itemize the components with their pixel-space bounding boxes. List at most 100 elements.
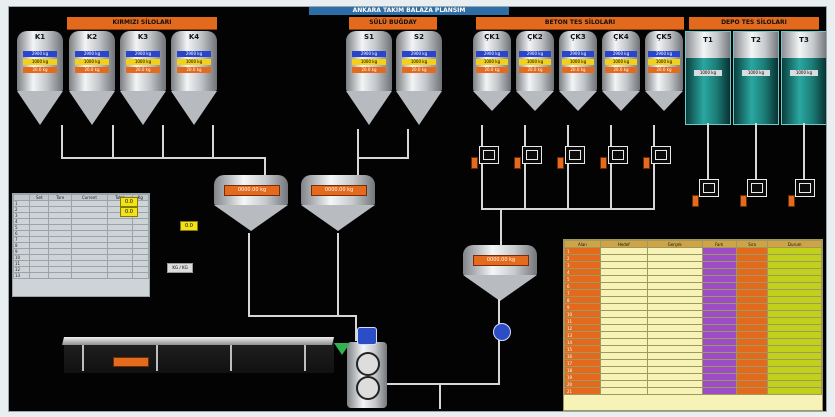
row-label: 5 <box>564 275 601 283</box>
silo-weight-yellow: 1000 kg <box>402 59 436 65</box>
table-row: 18 <box>564 366 822 374</box>
valve-block[interactable] <box>565 146 585 164</box>
status-box: 0.0 <box>120 197 138 207</box>
top-silo-ck3[interactable]: ÇK3 2900 kg 1000 kg 20.0 kg <box>559 31 597 129</box>
teal-silo-t1[interactable]: T1 1000 kg <box>685 31 731 125</box>
valve-block[interactable] <box>522 146 542 164</box>
silo-name: K3 <box>137 33 149 41</box>
table-cell <box>767 331 822 339</box>
table-cell <box>599 261 648 269</box>
table-row: 1 <box>564 247 822 255</box>
silo-weight-orange: 20.0 kg <box>605 67 637 73</box>
line-label: KG / KG <box>167 263 193 273</box>
teal-silo-t2[interactable]: T2 1000 kg <box>733 31 779 125</box>
table-row: 21 <box>564 387 822 395</box>
teal-silo-head <box>734 32 778 58</box>
hopper-weight: 0000.00 kg <box>311 185 367 196</box>
silo-weight-blue: 2900 kg <box>177 51 211 57</box>
table-cell <box>646 282 703 290</box>
silo-weight-orange: 20.0 kg <box>126 67 160 73</box>
table-cell <box>767 317 822 325</box>
top-silo-ck5[interactable]: ÇK5 2900 kg 1000 kg 20.0 kg <box>645 31 683 129</box>
silo-cone <box>602 91 640 111</box>
silo-k1[interactable]: K1 2900 kg 1000 kg 20.0 kg <box>17 31 63 129</box>
motor-icon <box>692 195 699 207</box>
pipe-vertical <box>337 233 339 317</box>
pipe-vertical <box>707 123 709 189</box>
silo-cone <box>120 91 166 125</box>
silo-name: ÇK5 <box>656 33 672 41</box>
top-silo-ck1[interactable]: ÇK1 2900 kg 1000 kg 20.0 kg <box>473 31 511 129</box>
hopper-weight: 0000.00 kg <box>224 185 280 196</box>
silo-weight-yellow: 1000 kg <box>648 59 680 65</box>
section-left-header: KIRMIZI SİLOLARI <box>67 17 217 30</box>
pipe-vertical <box>500 208 502 246</box>
silo-weight-blue: 2900 kg <box>402 51 436 57</box>
table-cell <box>767 366 822 374</box>
table-cell <box>701 352 737 360</box>
conveyor-leg <box>230 345 232 371</box>
silo-name: ÇK3 <box>570 33 586 41</box>
silo-k4[interactable]: K4 2900 kg 1000 kg 20.0 kg <box>171 31 217 129</box>
table-cell <box>735 261 769 269</box>
valve-block[interactable] <box>479 146 499 164</box>
top-silo-ck2[interactable]: ÇK2 2900 kg 1000 kg 20.0 kg <box>516 31 554 129</box>
table-cell <box>646 359 703 367</box>
table-cell <box>701 275 737 283</box>
silo-cone <box>171 91 217 125</box>
motor-icon <box>557 157 564 169</box>
teal-silo-head <box>782 32 826 58</box>
valve-block[interactable] <box>795 179 815 197</box>
table-cell <box>599 373 648 381</box>
mixer-machine[interactable] <box>347 342 387 408</box>
app-title: ANKARA TAKIM BALAZA PLANSIM <box>309 7 509 15</box>
table-cell <box>701 345 737 353</box>
table-cell <box>735 254 769 262</box>
silo-weight-yellow: 1000 kg <box>126 59 160 65</box>
table-cell <box>767 303 822 311</box>
row-label: 1 <box>564 247 601 255</box>
table-cell <box>767 275 822 283</box>
table-row: 5 <box>564 275 822 283</box>
table-cell <box>735 359 769 367</box>
table-cell <box>599 317 648 325</box>
mixer-wheel-top <box>356 352 380 376</box>
silo-k2[interactable]: K2 2900 kg 1000 kg 20.0 kg <box>69 31 115 129</box>
table-cell <box>599 254 648 262</box>
table-row: 11 <box>564 317 822 325</box>
teal-silo-t3[interactable]: T3 1000 kg <box>781 31 826 125</box>
table-row: 10 <box>564 310 822 318</box>
table-cell <box>599 331 648 339</box>
teal-silo-name: T2 <box>751 36 761 44</box>
pipe-vertical <box>524 125 526 209</box>
silo-name: ÇK2 <box>527 33 543 41</box>
table-cell <box>701 289 737 297</box>
silo-weight-orange: 20.0 kg <box>562 67 594 73</box>
pump-icon <box>493 323 511 341</box>
table-row: 16 <box>564 352 822 360</box>
valve-block[interactable] <box>699 179 719 197</box>
silo-s2[interactable]: S2 2900 kg 1000 kg 20.0 kg <box>396 31 442 129</box>
silo-cone <box>473 91 511 111</box>
silo-s1[interactable]: S1 2900 kg 1000 kg 20.0 kg <box>346 31 392 129</box>
top-silo-ck4[interactable]: ÇK4 2900 kg 1000 kg 20.0 kg <box>602 31 640 129</box>
row-label: 10 <box>564 310 601 318</box>
table-cell <box>70 272 108 279</box>
silo-weight-orange: 20.0 kg <box>352 67 386 73</box>
status-box: 0.0 <box>180 221 198 231</box>
valve-block[interactable] <box>651 146 671 164</box>
table-row: 13 <box>564 331 822 339</box>
silo-k3[interactable]: K3 2900 kg 1000 kg 20.0 kg <box>120 31 166 129</box>
motor-icon <box>514 157 521 169</box>
table-cell <box>106 272 133 279</box>
conveyor-belt[interactable] <box>62 337 335 373</box>
table-cell <box>646 380 703 388</box>
table-cell <box>767 338 822 346</box>
mixer-wheel-bottom <box>356 376 380 400</box>
table-cell <box>599 352 648 360</box>
table-row: 3 <box>564 261 822 269</box>
valve-block[interactable] <box>747 179 767 197</box>
table-cell <box>701 303 737 311</box>
valve-block[interactable] <box>608 146 628 164</box>
conveyor-leg <box>156 345 158 371</box>
